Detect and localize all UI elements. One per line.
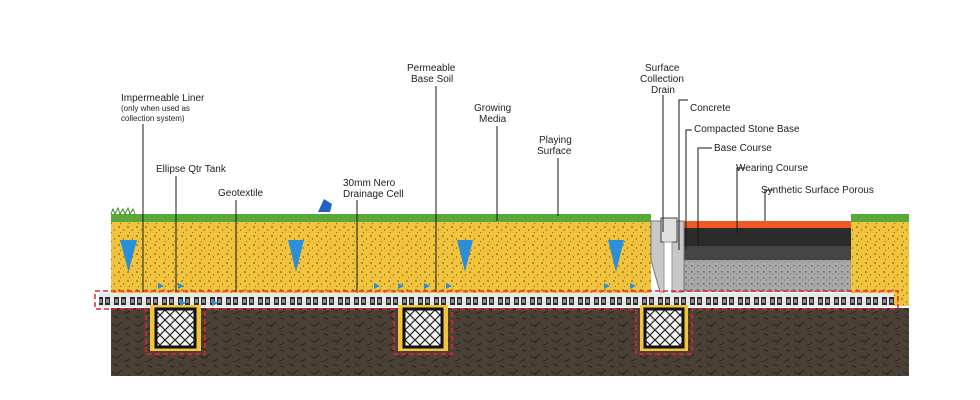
- label-concrete: Concrete: [690, 103, 731, 114]
- synthetic-surface-section: [684, 221, 851, 292]
- flow-arrow-icon: [120, 240, 137, 272]
- growing-media-layer: [111, 221, 651, 306]
- leader-lines: [142, 86, 773, 292]
- flow-arrow-icon: [288, 240, 304, 272]
- lateral-flow-arrows: [158, 283, 636, 306]
- label-playing-surface-line2: Surface: [537, 146, 572, 157]
- ellipse-qtr-tank-3: [640, 305, 688, 351]
- label-growing-media-line2: Media: [479, 114, 507, 125]
- label-geotextile: Geotextile: [218, 188, 263, 199]
- label-nero-cell-line1: 30mm Nero: [343, 178, 396, 189]
- label-impermeable-liner-line3: collection system): [121, 114, 185, 123]
- label-surface-drain-line1: Surface: [645, 63, 680, 74]
- label-nero-cell-line2: Drainage Cell: [343, 189, 404, 200]
- label-impermeable-liner-line1: Impermeable Liner: [121, 93, 205, 104]
- label-permeable-soil-line2: Base Soil: [411, 74, 453, 85]
- flow-arrow-icon: [457, 240, 473, 272]
- label-surface-drain-line3: Drain: [651, 85, 675, 96]
- label-growing-media-line1: Growing: [474, 103, 511, 114]
- flow-arrows: [120, 240, 624, 272]
- water-outlet-icon: [318, 199, 332, 212]
- label-synthetic-surface: Synthetic Surface Porous: [761, 185, 874, 196]
- label-impermeable-liner-line2: (only when used as: [121, 104, 190, 113]
- label-ellipse-tank: Ellipse Qtr Tank: [156, 164, 227, 175]
- surface-collection-drain: [660, 217, 678, 297]
- label-surface-drain-line2: Collection: [640, 74, 684, 85]
- subsoil-layer: [111, 308, 909, 376]
- growing-media-right: [851, 221, 909, 306]
- synthetic-surface-layer: [684, 221, 851, 228]
- label-wearing-course: Wearing Course: [736, 163, 809, 174]
- base-course-layer: [684, 246, 851, 260]
- impermeable-liner: [94, 290, 899, 355]
- label-playing-surface-line1: Playing: [539, 135, 572, 146]
- nero-drainage-cell-layer: [99, 293, 894, 307]
- label-permeable-soil-line1: Permeable: [407, 63, 456, 74]
- flow-arrow-icon: [608, 240, 624, 272]
- ellipse-qtr-tank-1: [150, 305, 201, 351]
- ellipse-qtr-tank-2: [398, 305, 448, 351]
- label-compacted-stone: Compacted Stone Base: [694, 124, 800, 135]
- wearing-course-layer: [684, 228, 851, 246]
- grass-surface: [110, 206, 909, 222]
- label-base-course: Base Course: [714, 143, 772, 154]
- compacted-stone-layer: [684, 260, 851, 292]
- labels: Impermeable Liner (only when used as col…: [121, 63, 874, 200]
